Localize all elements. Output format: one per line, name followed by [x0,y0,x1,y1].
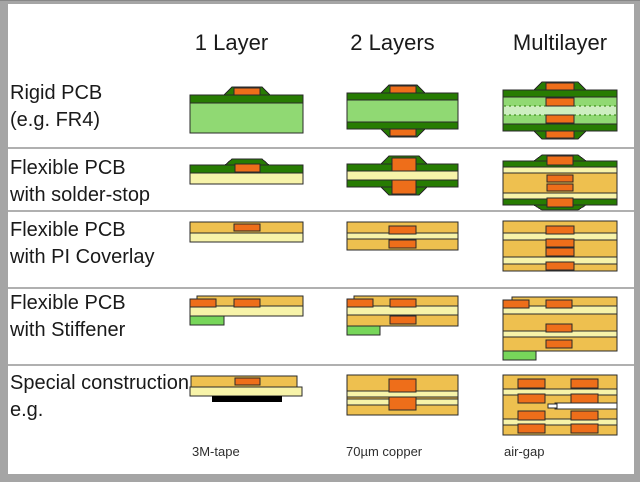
row-label-flex-solder-stop: Flexible PCB with solder-stop [10,155,150,209]
diagram-rigid-2layers [346,84,459,138]
column-header-2-layers: 2 Layers [350,30,435,55]
row-label-special-construction: Special construction e.g. [10,370,189,424]
row-separator [8,147,634,149]
row-separator [8,287,634,289]
column-header-multilayer: Multilayer [512,30,608,55]
diagram-special-70um-copper [346,374,459,416]
row-label-line1: Special construction [10,372,189,394]
diagram-rigid-multilayer [502,81,618,140]
column-header-1-layer: 1 Layer [194,30,269,55]
row-label-line1: Flexible PCB [10,219,126,241]
row-label-rigid-pcb: Rigid PCB (e.g. FR4) [10,80,102,134]
note-3m-tape: 3M-tape [192,444,240,459]
diagram-stiffener-2layers [346,295,459,336]
note-air-gap: air-gap [504,444,545,459]
row-label-line1: Flexible PCB [10,157,126,179]
diagram-special-air-gap [502,374,618,436]
diagram-pi-coverlay-2layers [346,221,459,251]
diagram-rigid-1layer [189,86,304,134]
diagram-pi-coverlay-multilayer [502,220,618,272]
row-label-line2: with PI Coverlay [10,246,155,268]
diagram-solder-stop-multilayer [502,154,618,211]
diagram-special-3m-tape [189,375,303,402]
row-label-flex-stiffener: Flexible PCB with Stiffener [10,290,126,344]
diagram-solder-stop-2layers [346,155,459,196]
diagram-stiffener-multilayer [502,296,618,361]
row-separator [8,364,634,366]
row-label-line2: (e.g. FR4) [10,109,101,131]
row-label-line1: Flexible PCB [10,292,126,314]
row-label-line2: with solder-stop [10,184,151,206]
note-70um-copper: 70µm copper [346,444,423,459]
row-label-line1: Rigid PCB [10,82,103,104]
diagram-pi-coverlay-1layer [189,221,304,243]
row-label-line2: with Stiffener [10,319,126,341]
row-separator [8,210,634,212]
diagram-stiffener-1layer [189,295,304,326]
diagram-solder-stop-1layer [189,158,304,185]
row-label-line2: e.g. [10,399,44,421]
row-label-flex-pi-coverlay: Flexible PCB with PI Coverlay [10,217,155,271]
